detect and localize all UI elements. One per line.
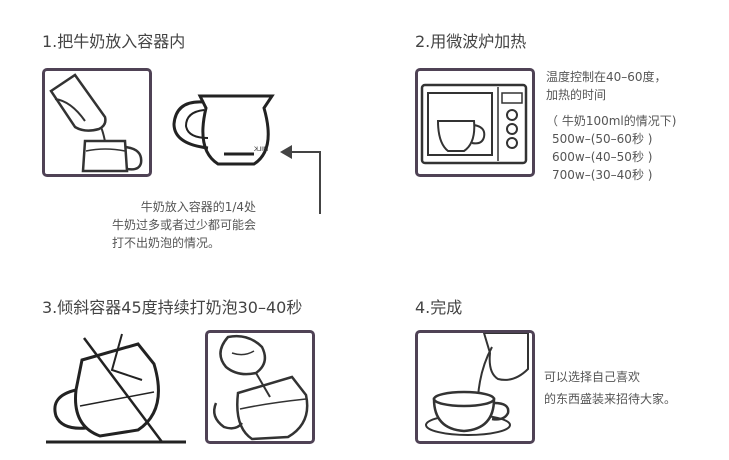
note-line: 牛奶放入容器的1/4处 xyxy=(140,200,257,214)
step-4-title: 4.完成 xyxy=(415,298,463,317)
step-1-note: 牛奶放入容器的1/4处 牛奶过多或者过少都可能会 打不出奶泡的情况。 xyxy=(112,198,256,252)
step-4-coffee-illustration xyxy=(415,330,535,444)
coffee-cup-icon xyxy=(425,333,529,436)
note-line: 打不出奶泡的情况。 xyxy=(112,236,221,250)
note-line: 的东西盛装来招待大家。 xyxy=(544,392,677,406)
step-4-note: 可以选择自己喜欢 的东西盛装来招待大家。 xyxy=(544,368,676,408)
note-line: 500w–(50–60秒 ) xyxy=(552,132,653,146)
arrow-left-icon xyxy=(280,145,321,214)
step-2-microwave-illustration xyxy=(415,68,535,177)
step-1-title: 1.把牛奶放入容器内 xyxy=(42,32,186,51)
step-2-title: 2.用微波炉加热 xyxy=(415,32,527,51)
note-line: 牛奶过多或者过少都可能会 xyxy=(112,218,257,232)
note-line: 温度控制在40–60度， xyxy=(546,70,667,84)
jug-milk-label: MILK xyxy=(254,146,269,153)
note-line: 可以选择自己喜欢 xyxy=(544,370,641,384)
step-1-pour-illustration xyxy=(42,68,152,177)
step-1-arrow xyxy=(270,142,330,222)
pour-milk-icon xyxy=(49,73,143,173)
note-line: 600w–(40–50秒 ) xyxy=(552,150,653,164)
step-3-tilt-illustration xyxy=(42,330,190,448)
milk-jug-illustration: MILK xyxy=(168,88,288,170)
step-3-title: 3.倾斜容器45度持续打奶泡30–40秒 xyxy=(42,298,303,317)
note-line: 700w–(30–40秒 ) xyxy=(552,168,653,182)
hand-frothing-icon xyxy=(213,334,309,441)
note-line: 加热的时间 xyxy=(546,88,607,102)
microwave-icon xyxy=(420,83,528,165)
step-2-note: 温度控制在40–60度， 加热的时间 （ 牛奶100ml的情况下) 500w–(… xyxy=(546,68,676,184)
tilted-jug-icon xyxy=(46,333,186,444)
milk-jug-icon xyxy=(172,94,275,166)
step-3-frothing-illustration xyxy=(205,330,315,444)
note-line: （ 牛奶100ml的情况下) xyxy=(546,114,677,128)
